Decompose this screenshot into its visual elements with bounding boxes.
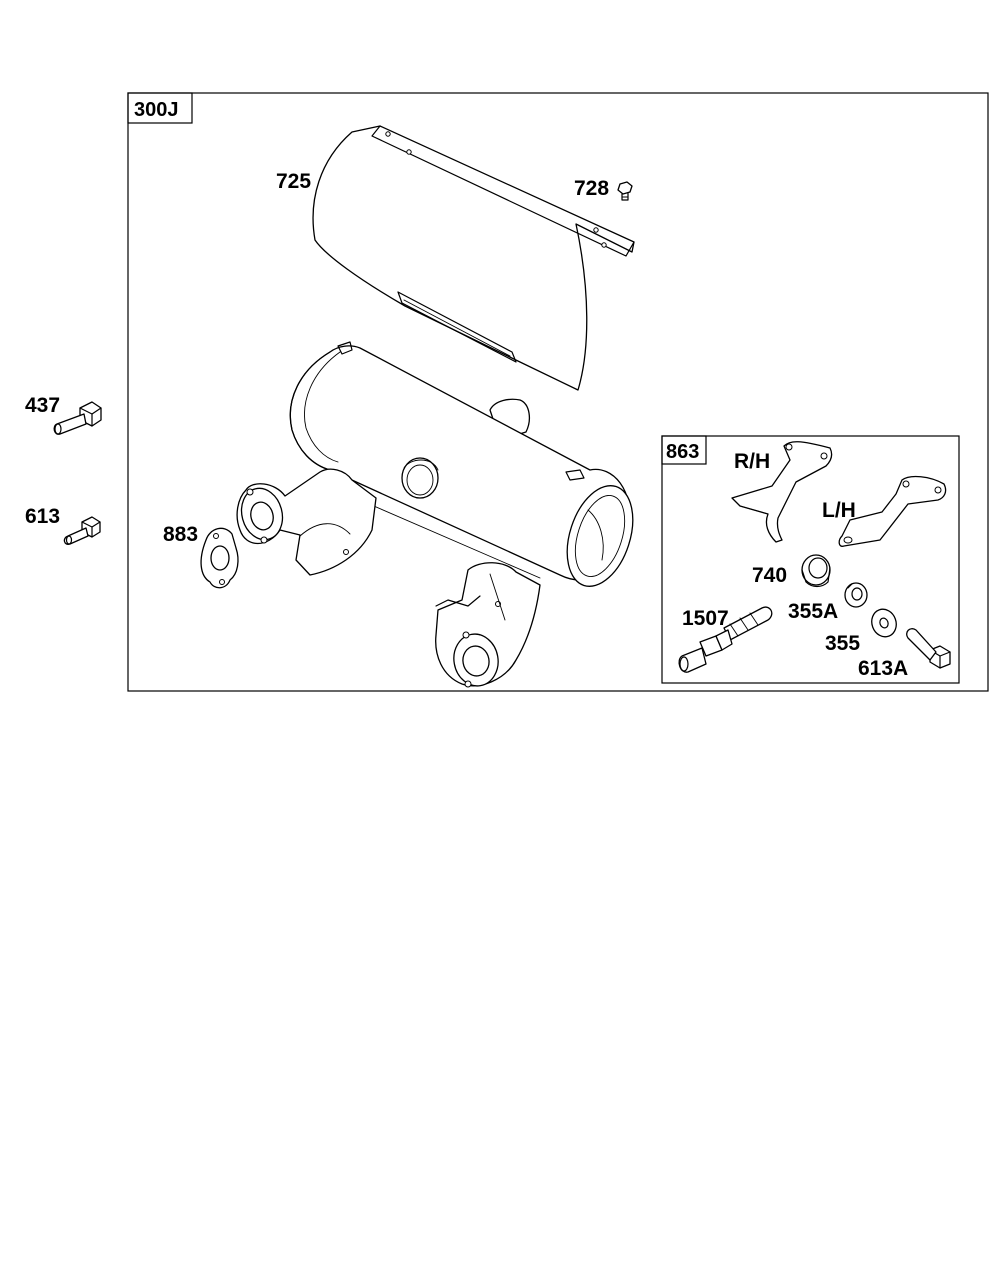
muffler-right-pipe[interactable]	[435, 562, 541, 690]
bolt-437[interactable]	[53, 401, 102, 435]
main-assembly-label-box	[127, 92, 193, 124]
bracket-kit-box: 863	[661, 435, 960, 684]
lockwasher-355A[interactable]	[844, 582, 868, 608]
muffler-left-pipe[interactable]	[236, 468, 377, 576]
bracket-lh[interactable]	[838, 475, 947, 547]
gasket-883[interactable]	[200, 527, 239, 589]
main-assembly-box: 300J	[127, 92, 989, 692]
callout-355A: 355A	[788, 600, 838, 623]
callout-355: 355	[825, 632, 860, 655]
callout-725: 725	[276, 170, 311, 193]
heat-shield-725[interactable]	[312, 125, 635, 391]
stud-1507[interactable]	[678, 606, 773, 673]
callout-883: 883	[163, 523, 198, 546]
callout-728: 728	[574, 177, 609, 200]
bracket-rh[interactable]	[731, 441, 833, 543]
main-assembly-frame	[127, 92, 989, 692]
nut-740[interactable]	[801, 554, 831, 588]
washer-355[interactable]	[868, 606, 900, 641]
callout-1507: 1507	[682, 607, 729, 630]
callout-613: 613	[25, 505, 60, 528]
screw-728[interactable]	[617, 181, 633, 201]
muffler[interactable]	[289, 341, 644, 595]
bolt-613[interactable]	[63, 516, 101, 545]
bracket-kit-label: 863	[666, 441, 699, 463]
bracket-kit-frame	[661, 435, 960, 684]
bolt-613A[interactable]	[906, 628, 951, 669]
callout-437: 437	[25, 394, 60, 417]
main-assembly-label: 300J	[134, 99, 179, 121]
callout-lh: L/H	[822, 499, 856, 522]
callout-613A: 613A	[858, 657, 908, 680]
bracket-kit-label-box	[661, 435, 707, 465]
callout-rh: R/H	[734, 450, 770, 473]
callout-740: 740	[752, 564, 787, 587]
